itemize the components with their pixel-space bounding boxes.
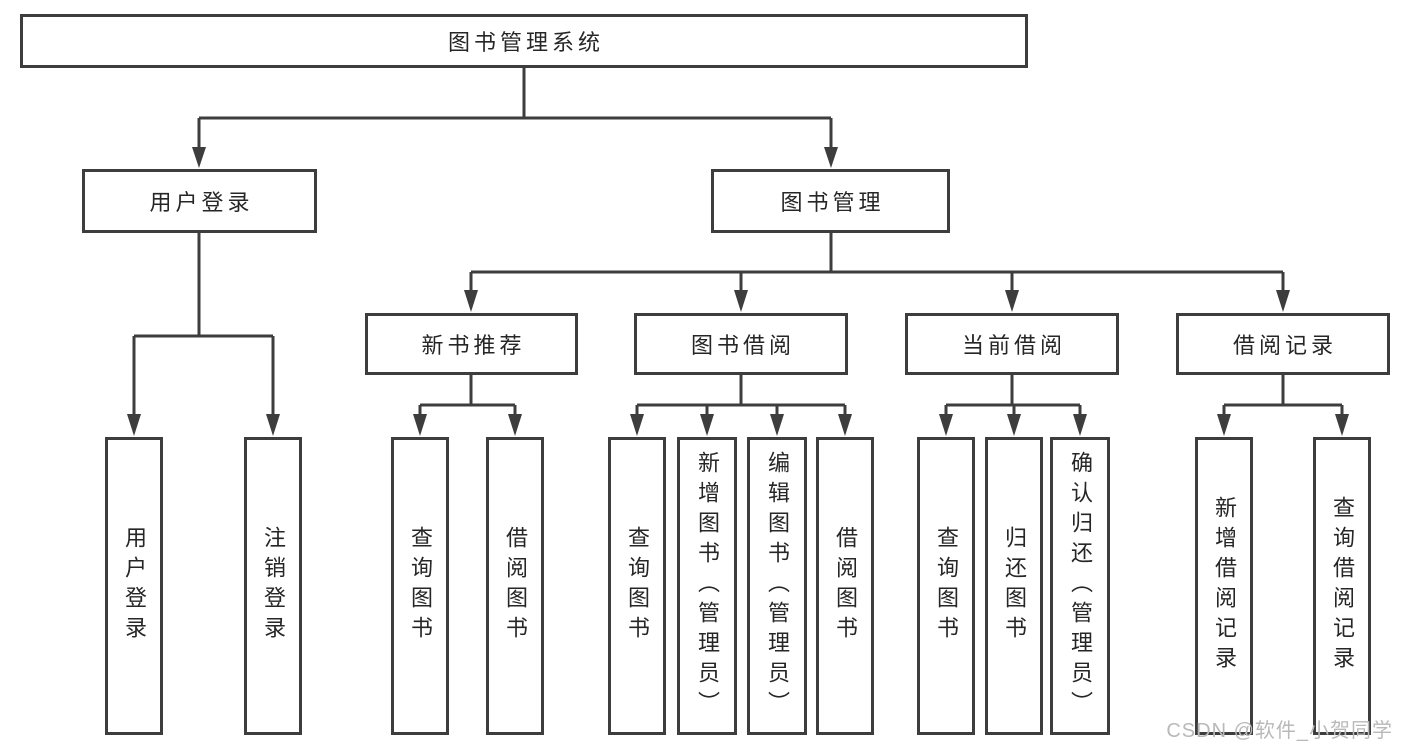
node-label: 借阅图书 (503, 526, 528, 646)
node-label: 借阅图书 (833, 526, 858, 646)
leaf-add-book-admin: 新增图书（管理员） (677, 437, 737, 735)
node-label: 查询图书 (934, 526, 959, 646)
node-label: 确认归还（管理员） (1068, 451, 1093, 721)
node-label: 新书推荐 (421, 333, 526, 358)
leaf-return-books: 归还图书 (985, 437, 1043, 735)
node-label: 图书借阅 (690, 333, 795, 358)
node-user-login: 用户登录 (82, 169, 317, 233)
leaf-query-borrow-record: 查询借阅记录 (1313, 437, 1371, 735)
node-label: 用户登录 (122, 526, 147, 646)
node-label: 用户登录 (149, 190, 254, 215)
node-label: 图书管理 (780, 190, 885, 215)
leaf-borrow-books-recommend: 借阅图书 (486, 437, 544, 735)
node-label: 查询图书 (625, 526, 650, 646)
leaf-query-books-current: 查询图书 (917, 437, 975, 735)
node-label: 编辑图书（管理员） (765, 451, 790, 721)
leaf-add-borrow-record: 新增借阅记录 (1195, 437, 1253, 735)
node-label: 注销登录 (261, 526, 286, 646)
leaf-logout: 注销登录 (244, 437, 302, 735)
leaf-query-books-recommend: 查询图书 (391, 437, 449, 735)
leaf-query-books-borrow: 查询图书 (608, 437, 666, 735)
leaf-confirm-return-admin: 确认归还（管理员） (1050, 437, 1110, 735)
leaf-edit-book-admin: 编辑图书（管理员） (747, 437, 807, 735)
node-label: 归还图书 (1002, 526, 1027, 646)
node-label: 图书管理系统 (447, 30, 604, 55)
node-new-book-recommendation: 新书推荐 (365, 313, 578, 375)
leaf-borrow-books: 借阅图书 (816, 437, 874, 735)
node-book-management: 图书管理 (711, 169, 950, 233)
node-library-management-system: 图书管理系统 (20, 14, 1028, 68)
node-label: 查询借阅记录 (1330, 496, 1355, 676)
node-label: 借阅记录 (1232, 333, 1337, 358)
node-label: 新增图书（管理员） (695, 451, 720, 721)
node-label: 当前借阅 (961, 333, 1066, 358)
node-label: 新增借阅记录 (1212, 496, 1237, 676)
node-borrowing-records: 借阅记录 (1176, 313, 1390, 375)
node-current-borrowing: 当前借阅 (905, 313, 1119, 375)
csdn-watermark: CSDN @软件_小贺同学 (1166, 720, 1393, 742)
node-book-borrowing: 图书借阅 (634, 313, 848, 375)
node-label: 查询图书 (408, 526, 433, 646)
leaf-user-login: 用户登录 (105, 437, 163, 735)
